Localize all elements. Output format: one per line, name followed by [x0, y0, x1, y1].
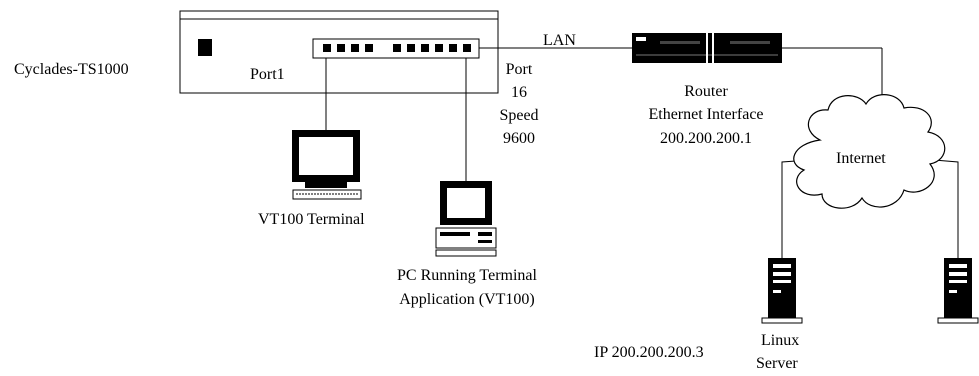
router-interface: Ethernet Interface — [648, 106, 764, 123]
crt-terminal-icon — [292, 130, 362, 200]
port16-number: 16 — [511, 84, 527, 101]
router-ip: 200.200.200.1 — [660, 130, 752, 147]
linux-server-ip: IP 200.200.200.3 — [594, 344, 704, 361]
server-tower-icon — [761, 258, 803, 324]
linux-server-line2: Server — [756, 355, 798, 372]
linux-server-line1: Linux — [761, 332, 800, 349]
vt100-terminal-label: VT100 Terminal — [258, 211, 365, 228]
internet-label: Internet — [836, 150, 886, 167]
pc-terminal-line2: Application (VT100) — [399, 291, 535, 308]
speed-value: 9600 — [503, 130, 535, 147]
port16-label: Port — [505, 61, 533, 78]
terminal-server-icon — [179, 10, 499, 94]
desktop-pc-icon — [435, 181, 497, 257]
port1-label: Port1 — [250, 66, 285, 83]
device-name-label: Cyclades-TS1000 — [14, 61, 129, 78]
cloud-icon — [793, 94, 946, 209]
lan-label: LAN — [543, 32, 576, 49]
server-tower-icon — [937, 258, 979, 324]
router-icon — [632, 33, 782, 63]
speed-label: Speed — [499, 107, 539, 124]
pc-terminal-line1: PC Running Terminal — [397, 267, 537, 284]
router-title: Router — [684, 83, 728, 100]
